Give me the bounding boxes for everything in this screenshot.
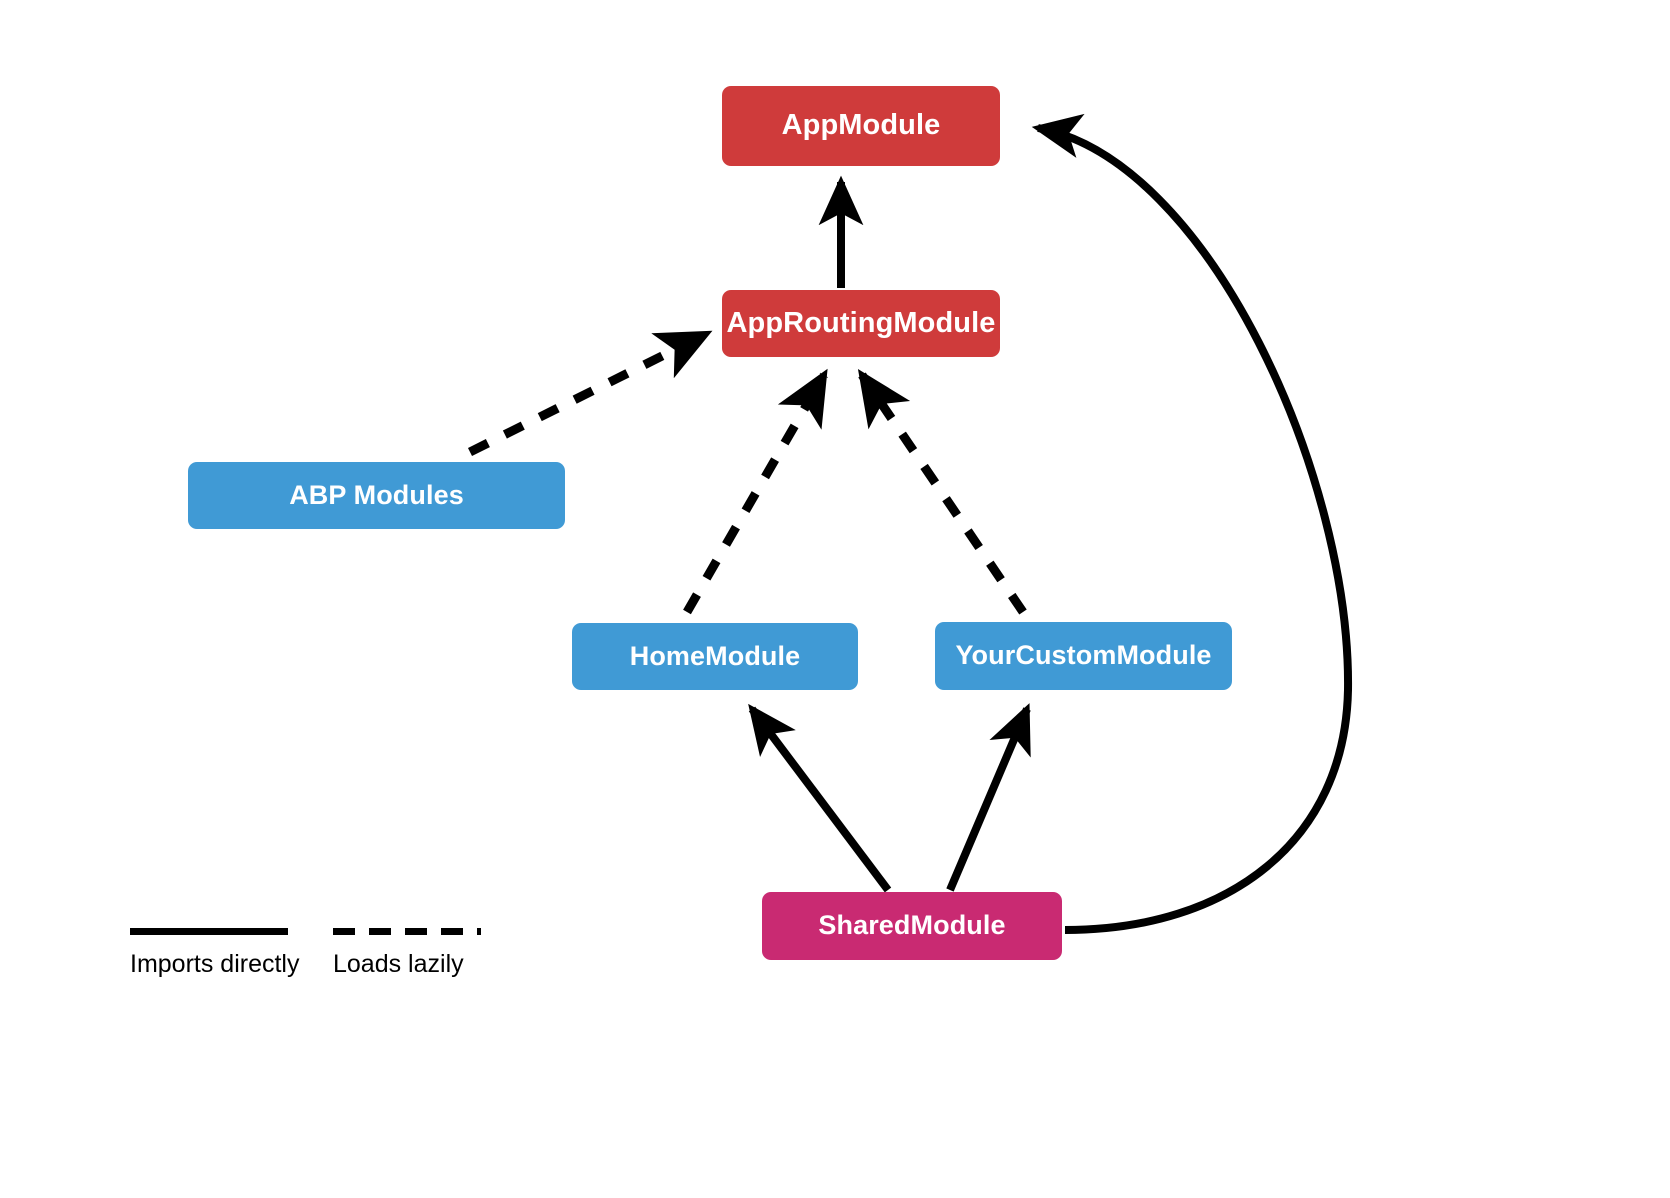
edge-abp-to-app-routing: [467, 329, 713, 457]
node-abp-modules[interactable]: ABP Modules: [188, 462, 565, 529]
node-abp-modules-label: ABP Modules: [289, 479, 464, 510]
node-app-routing-module-label: AppRoutingModule: [726, 306, 996, 339]
edge-custom-to-app-routing: [857, 369, 1027, 615]
edge-shared-to-app: [1031, 113, 1353, 934]
legend-dashed-line-icon: [333, 928, 481, 935]
legend-imports-directly-label: Imports directly: [130, 950, 300, 978]
node-home-module-label: HomeModule: [629, 640, 801, 671]
edge-shared-to-custom: [946, 703, 1031, 892]
legend-loads-lazily-label: Loads lazily: [333, 950, 464, 978]
node-shared-module-label: SharedModule: [818, 910, 1006, 941]
node-your-custom-module[interactable]: YourCustomModule: [935, 622, 1232, 690]
node-your-custom-module-label: YourCustomModule: [955, 640, 1212, 671]
edge-shared-to-home: [748, 703, 892, 893]
edge-home-to-app-routing: [683, 368, 828, 615]
node-shared-module[interactable]: SharedModule: [762, 892, 1062, 960]
node-app-module[interactable]: AppModule: [722, 86, 1000, 166]
node-app-routing-module[interactable]: AppRoutingModule: [722, 290, 1000, 357]
legend-solid-line-icon: [130, 928, 288, 935]
node-home-module[interactable]: HomeModule: [572, 623, 858, 690]
node-app-module-label: AppModule: [781, 109, 941, 142]
